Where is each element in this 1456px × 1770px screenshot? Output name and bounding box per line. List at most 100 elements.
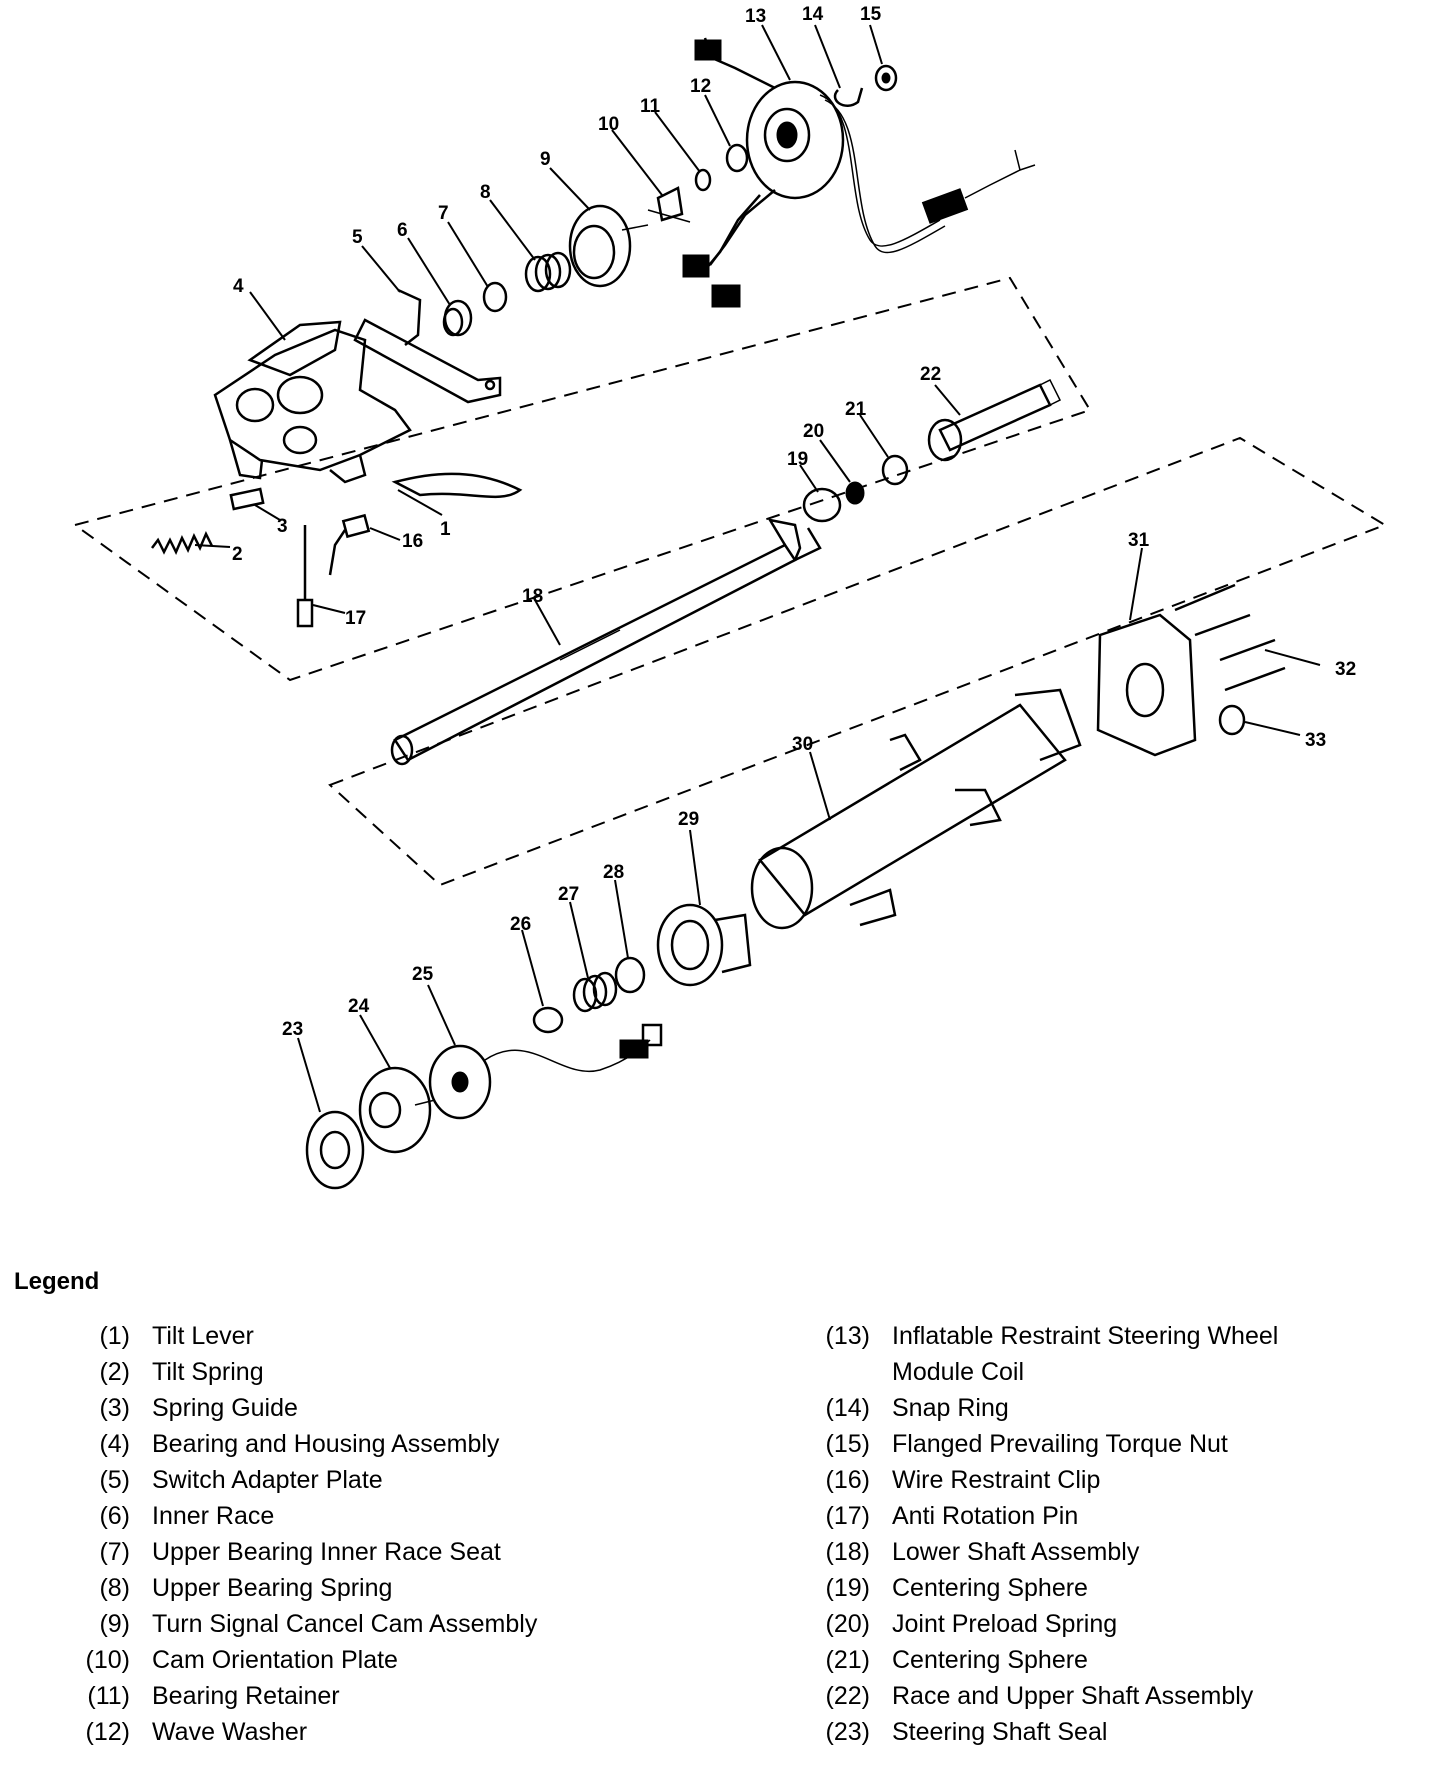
callout-4: 4 [233, 276, 244, 297]
legend-number: (5) [99, 1466, 130, 1494]
part-jacket-tube [750, 688, 1082, 930]
legend-item: (20) Joint Preload Spring [800, 1606, 1420, 1642]
legend-item: (2)Tilt Spring [60, 1354, 760, 1390]
part-flanged-nut [874, 64, 898, 92]
callout-30: 30 [792, 734, 813, 755]
part-bearing-retainer [694, 168, 712, 192]
part-centering-sphere-21 [881, 454, 909, 486]
callout-33: 33 [1305, 730, 1326, 751]
legend-item: (19) Centering Sphere [800, 1570, 1420, 1606]
callout-2: 2 [232, 544, 243, 565]
callout-24: 24 [348, 996, 370, 1017]
legend-number: (17) [825, 1502, 870, 1530]
legend-label: Centering Sphere [892, 1574, 1088, 1602]
callout-13: 13 [745, 6, 766, 27]
legend-number: (18) [825, 1538, 870, 1566]
part-tilt-lever [391, 472, 523, 499]
part-cam-orientation-plate [647, 186, 691, 223]
legend-label: Lower Shaft Assembly [892, 1538, 1140, 1566]
callout-10: 10 [598, 114, 619, 135]
part-wave-washer [725, 143, 749, 173]
callout-31: 31 [1128, 530, 1150, 551]
legend-item: (1) Tilt Lever [60, 1318, 760, 1354]
legend-label: Turn Signal Cancel Cam Assembly [152, 1610, 538, 1638]
legend-label: Wire Restraint Clip [892, 1466, 1101, 1494]
legend-number [800, 1354, 870, 1390]
legend-item: (17) Anti Rotation Pin [800, 1498, 1420, 1534]
legend-label: Cam Orientation Plate [152, 1646, 398, 1674]
part-tilt-spring [151, 531, 214, 555]
legend-item: (14) Snap Ring [800, 1390, 1420, 1426]
legend-title: Legend [14, 1268, 100, 1295]
legend-number: (20) [825, 1610, 870, 1638]
callout-14: 14 [802, 4, 824, 25]
legend-right-column: (13)Inflatable Restraint Steering Wheel … [800, 1318, 1420, 1750]
legend-number: (4) [99, 1430, 130, 1458]
legend-label: Module Coil [892, 1358, 1025, 1386]
legend-item: (9) Turn Signal Cancel Cam Assembly [60, 1606, 760, 1642]
legend-label: Joint Preload Spring [892, 1610, 1118, 1638]
legend-number: (23) [825, 1718, 870, 1746]
upper-assembly-boundary [72, 276, 1092, 682]
part-wire-restraint-clip [328, 513, 371, 576]
shaft-assembly-boundary [328, 436, 1388, 887]
part-cancel-cam [568, 204, 649, 288]
callout-5: 5 [352, 227, 363, 248]
legend-item: (5)Switch Adapter Plate [60, 1462, 760, 1498]
legend-number: (6) [99, 1502, 130, 1530]
callout-11: 11 [640, 96, 661, 117]
legend-number: (19) [825, 1574, 870, 1602]
callout-32: 32 [1335, 659, 1356, 680]
callout-7: 7 [438, 203, 449, 224]
legend-number: (14) [825, 1394, 870, 1422]
part-plate-24 [358, 1066, 436, 1154]
part-inner-race [442, 299, 473, 337]
legend-item: (6) Inner Race [60, 1498, 760, 1534]
legend-item: (8)Upper Bearing Spring [60, 1570, 760, 1606]
legend-item: Module Coil [800, 1354, 1420, 1390]
legend-number: (10) [85, 1646, 130, 1674]
legend-item: (15)Flanged Prevailing Torque Nut [800, 1426, 1420, 1462]
callout-3: 3 [277, 516, 288, 537]
legend-label: Race and Upper Shaft Assembly [892, 1682, 1254, 1710]
legend-item: (16) Wire Restraint Clip [800, 1462, 1420, 1498]
callout-21: 21 [845, 399, 867, 420]
legend-item: (13)Inflatable Restraint Steering Wheel [800, 1318, 1420, 1354]
callout-leaders [194, 24, 1321, 1113]
legend-label: Steering Shaft Seal [892, 1718, 1108, 1746]
part-bushing [1218, 704, 1246, 736]
part-ring-26 [532, 1006, 564, 1034]
legend-item: (12)Wave Washer [60, 1714, 760, 1750]
legend-label: Bearing Retainer [152, 1682, 340, 1710]
legend-item: (3)Spring Guide [60, 1390, 760, 1426]
legend-label: Inner Race [152, 1502, 275, 1530]
legend-number: (2) [99, 1358, 130, 1386]
legend-label: Upper Bearing Inner Race Seat [152, 1538, 501, 1566]
legend-label: Tilt Lever [152, 1322, 254, 1350]
callout-25: 25 [412, 964, 434, 985]
legend-number: (3) [99, 1394, 130, 1422]
part-spring-27 [572, 971, 618, 1013]
legend-number: (16) [825, 1466, 870, 1494]
legend-number: (1) [99, 1322, 130, 1350]
legend-number: (12) [85, 1718, 130, 1746]
part-plate-25 [428, 1023, 663, 1120]
callout-17: 17 [345, 608, 366, 629]
part-seal-23 [305, 1110, 365, 1190]
part-support-bracket [1096, 613, 1197, 757]
legend-label: Snap Ring [892, 1394, 1009, 1422]
legend-number: (21) [825, 1646, 870, 1674]
exploded-diagram: 1 2 3 4 5 6 7 8 9 10 11 12 13 14 15 16 1… [72, 4, 1388, 1190]
legend-number: (15) [825, 1430, 870, 1458]
callout-29: 29 [678, 809, 699, 830]
legend-item: (11) Bearing Retainer [60, 1678, 760, 1714]
legend-number: (9) [99, 1610, 130, 1638]
callout-16: 16 [402, 531, 423, 552]
legend-label: Anti Rotation Pin [892, 1502, 1079, 1530]
legend-number: (8) [99, 1574, 130, 1602]
part-snap-ring [833, 87, 864, 107]
callout-26: 26 [510, 914, 531, 935]
legend-number: (11) [87, 1682, 130, 1710]
legend-item: (18) Lower Shaft Assembly [800, 1534, 1420, 1570]
part-upper-bearing-spring [524, 251, 572, 293]
